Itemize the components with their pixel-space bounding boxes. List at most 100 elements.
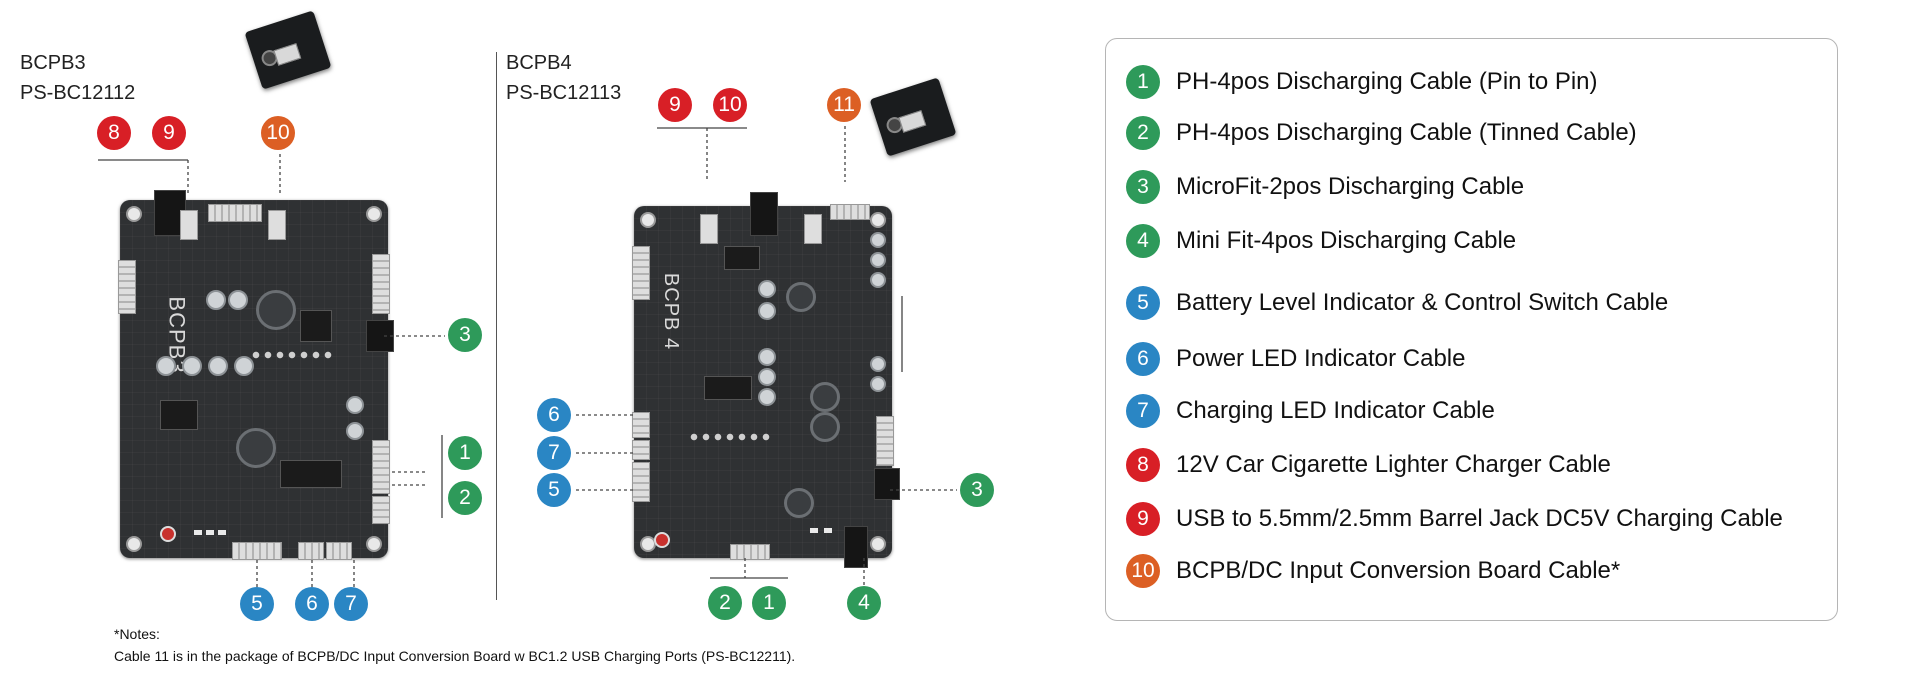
legend-item-7: 7 Charging LED Indicator Cable (1126, 391, 1495, 431)
capacitor (758, 388, 776, 406)
callout-badge-10: 10 (261, 116, 295, 150)
legend-item-8: 8 12V Car Cigarette Lighter Charger Cabl… (1126, 445, 1611, 485)
legend-item-10: 10 BCPB/DC Input Conversion Board Cable* (1126, 551, 1620, 591)
legend-label: 12V Car Cigarette Lighter Charger Cable (1176, 451, 1611, 478)
bcpb3-board-image: BCPB3 (118, 190, 394, 560)
connector (326, 542, 352, 560)
callout-badge-10: 10 (713, 88, 747, 122)
capacitor (156, 356, 176, 376)
control-connector (632, 462, 650, 502)
legend-item-1: 1 PH-4pos Discharging Cable (Pin to Pin) (1126, 62, 1598, 102)
bcpb3-part-number: PS-BC12112 (20, 82, 136, 104)
legend-item-9: 9 USB to 5.5mm/2.5mm Barrel Jack DC5V Ch… (1126, 499, 1783, 539)
ic-chip (160, 400, 198, 430)
connector (268, 210, 286, 240)
capacitor (870, 376, 886, 392)
ic-chip (300, 310, 332, 342)
inductor (784, 488, 814, 518)
capacitor (758, 302, 776, 320)
ph4-connector (372, 440, 390, 494)
capacitor (234, 356, 254, 376)
ph4-connector (730, 544, 770, 560)
legend-item-3: 3 MicroFit-2pos Discharging Cable (1126, 167, 1524, 207)
reset-button (160, 526, 176, 542)
callout-badge-9: 9 (658, 88, 692, 122)
legend-badge: 4 (1126, 224, 1160, 258)
legend-badge: 6 (1126, 342, 1160, 376)
legend-badge: 7 (1126, 394, 1160, 428)
mount-hole (366, 536, 382, 552)
callout-badge-6: 6 (537, 398, 571, 432)
inductor (810, 412, 840, 442)
callout-badge-1: 1 (448, 436, 482, 470)
mount-hole (870, 536, 886, 552)
notes-heading: *Notes: (114, 626, 160, 642)
legend-item-5: 5 Battery Level Indicator & Control Swit… (1126, 283, 1668, 323)
capacitor (870, 356, 886, 372)
callout-badge-5: 5 (537, 473, 571, 507)
callout-badge-11: 11 (827, 88, 861, 122)
capacitor (758, 348, 776, 366)
connector (804, 214, 822, 244)
led (206, 530, 214, 535)
legend-badge: 9 (1126, 502, 1160, 536)
callout-badge-6: 6 (295, 587, 329, 621)
inductor (236, 428, 276, 468)
led-connector (632, 440, 650, 460)
connector (180, 210, 198, 240)
legend-label: PH-4pos Discharging Cable (Pin to Pin) (1176, 68, 1598, 95)
capacitor (346, 396, 364, 414)
connector (700, 214, 718, 244)
led (194, 530, 202, 535)
connector (876, 416, 894, 466)
inductor (810, 382, 840, 412)
callout-badge-3: 3 (960, 473, 994, 507)
connector (632, 246, 650, 300)
legend-item-2: 2 PH-4pos Discharging Cable (Tinned Cabl… (1126, 113, 1637, 153)
callout-badge-7: 7 (334, 587, 368, 621)
capacitor (870, 272, 886, 288)
connector (118, 260, 136, 314)
legend-badge: 3 (1126, 170, 1160, 204)
pin-header (250, 350, 334, 360)
legend-label: MicroFit-2pos Discharging Cable (1176, 173, 1525, 200)
led (824, 528, 832, 533)
led (218, 530, 226, 535)
connector (208, 204, 262, 222)
legend-label: BCPB/DC Input Conversion Board Cable* (1176, 557, 1621, 584)
notes-body: Cable 11 is in the package of BCPB/DC In… (114, 648, 796, 664)
capacitor (346, 422, 364, 440)
cable-legend: 1 PH-4pos Discharging Cable (Pin to Pin)… (1105, 38, 1838, 621)
mount-hole (366, 206, 382, 222)
connector (232, 542, 282, 560)
ic-chip (724, 246, 760, 270)
legend-item-4: 4 Mini Fit-4pos Discharging Cable (1126, 221, 1516, 261)
capacitor (208, 356, 228, 376)
pin-header (688, 432, 772, 442)
capacitor (182, 356, 202, 376)
legend-item-6: 6 Power LED Indicator Cable (1126, 339, 1465, 379)
legend-badge: 10 (1126, 554, 1160, 588)
led-connector (632, 412, 650, 438)
callout-badge-4: 4 (847, 586, 881, 620)
microfit-connector (366, 320, 394, 352)
callout-badge-5: 5 (240, 587, 274, 621)
legend-label: Power LED Indicator Cable (1176, 345, 1466, 372)
legend-badge: 5 (1126, 286, 1160, 320)
dc-jack (750, 192, 778, 236)
reset-button (654, 532, 670, 548)
bcpb4-board-image: BCPB 4 (632, 192, 900, 568)
mount-hole (126, 536, 142, 552)
legend-badge: 1 (1126, 65, 1160, 99)
bcpb4-part-number: PS-BC12113 (506, 82, 622, 104)
capacitor (870, 232, 886, 248)
legend-badge: 2 (1126, 116, 1160, 150)
microfit-connector (874, 468, 900, 500)
mount-hole (640, 212, 656, 228)
mount-hole (126, 206, 142, 222)
bcpb3-name: BCPB3 (20, 52, 86, 74)
ph4-connector (372, 496, 390, 524)
legend-label: USB to 5.5mm/2.5mm Barrel Jack DC5V Char… (1176, 505, 1783, 532)
callout-badge-7: 7 (537, 436, 571, 470)
callout-badge-1: 1 (752, 586, 786, 620)
